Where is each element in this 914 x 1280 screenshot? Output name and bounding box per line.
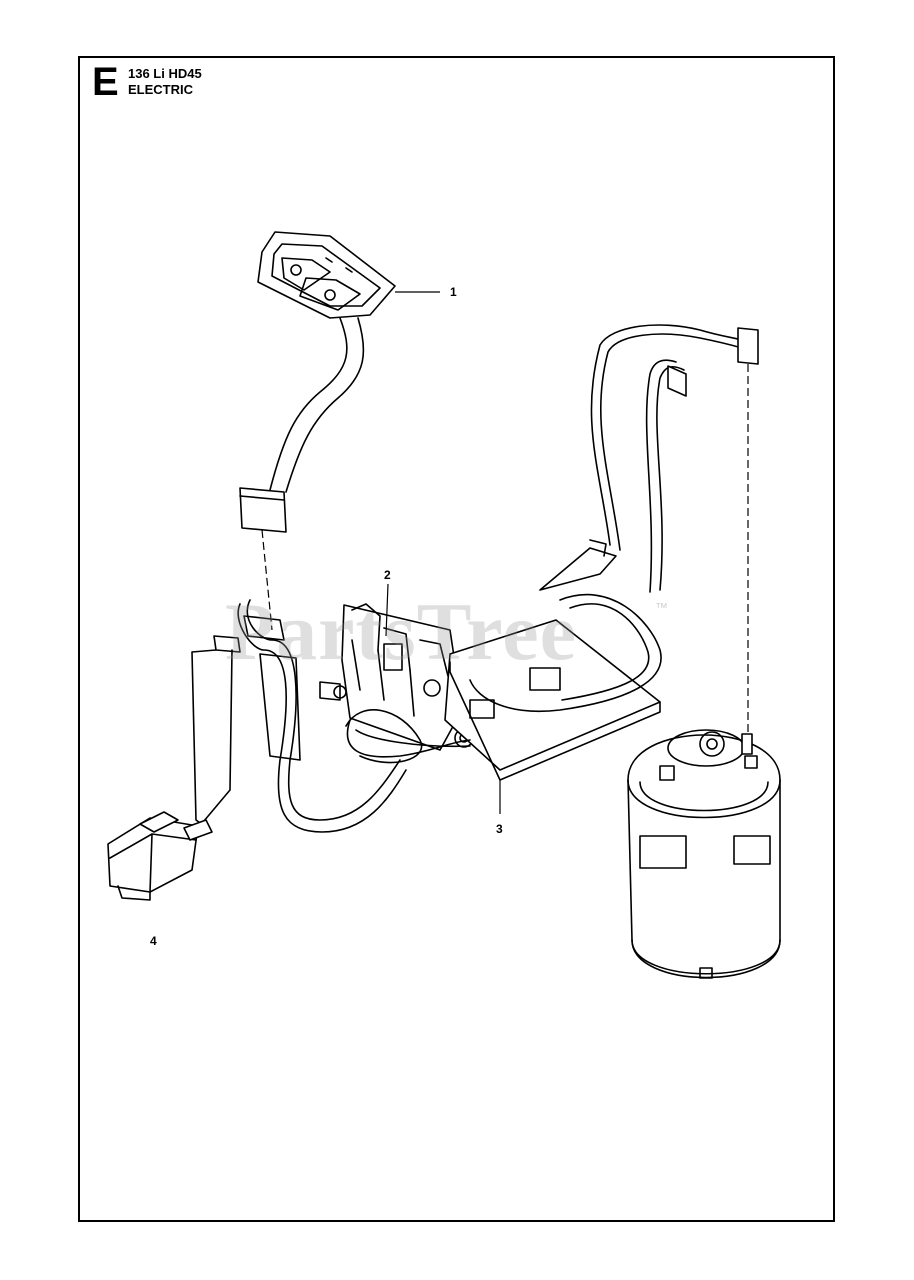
assembly-line-connector: [261, 529, 273, 631]
section-letter: E: [92, 60, 119, 104]
callout-3[interactable]: 3: [496, 822, 503, 836]
part-2-switch-assembly[interactable]: [333, 603, 474, 751]
leader-line-2: [385, 583, 389, 637]
callout-4[interactable]: 4: [150, 934, 157, 948]
watermark-trademark: ™: [655, 600, 668, 615]
part-1-control-panel[interactable]: [239, 231, 396, 533]
section-name: ELECTRIC: [128, 82, 193, 97]
motor[interactable]: [627, 729, 781, 979]
watermark: PartsTree: [225, 586, 578, 677]
side-harness: [213, 599, 423, 833]
part-4-micro-switch[interactable]: [107, 649, 233, 901]
diagram-frame: [78, 56, 835, 1222]
callout-2[interactable]: 2: [384, 568, 391, 582]
model-name: 136 Li HD45: [128, 66, 202, 81]
callout-1[interactable]: 1: [450, 285, 457, 299]
